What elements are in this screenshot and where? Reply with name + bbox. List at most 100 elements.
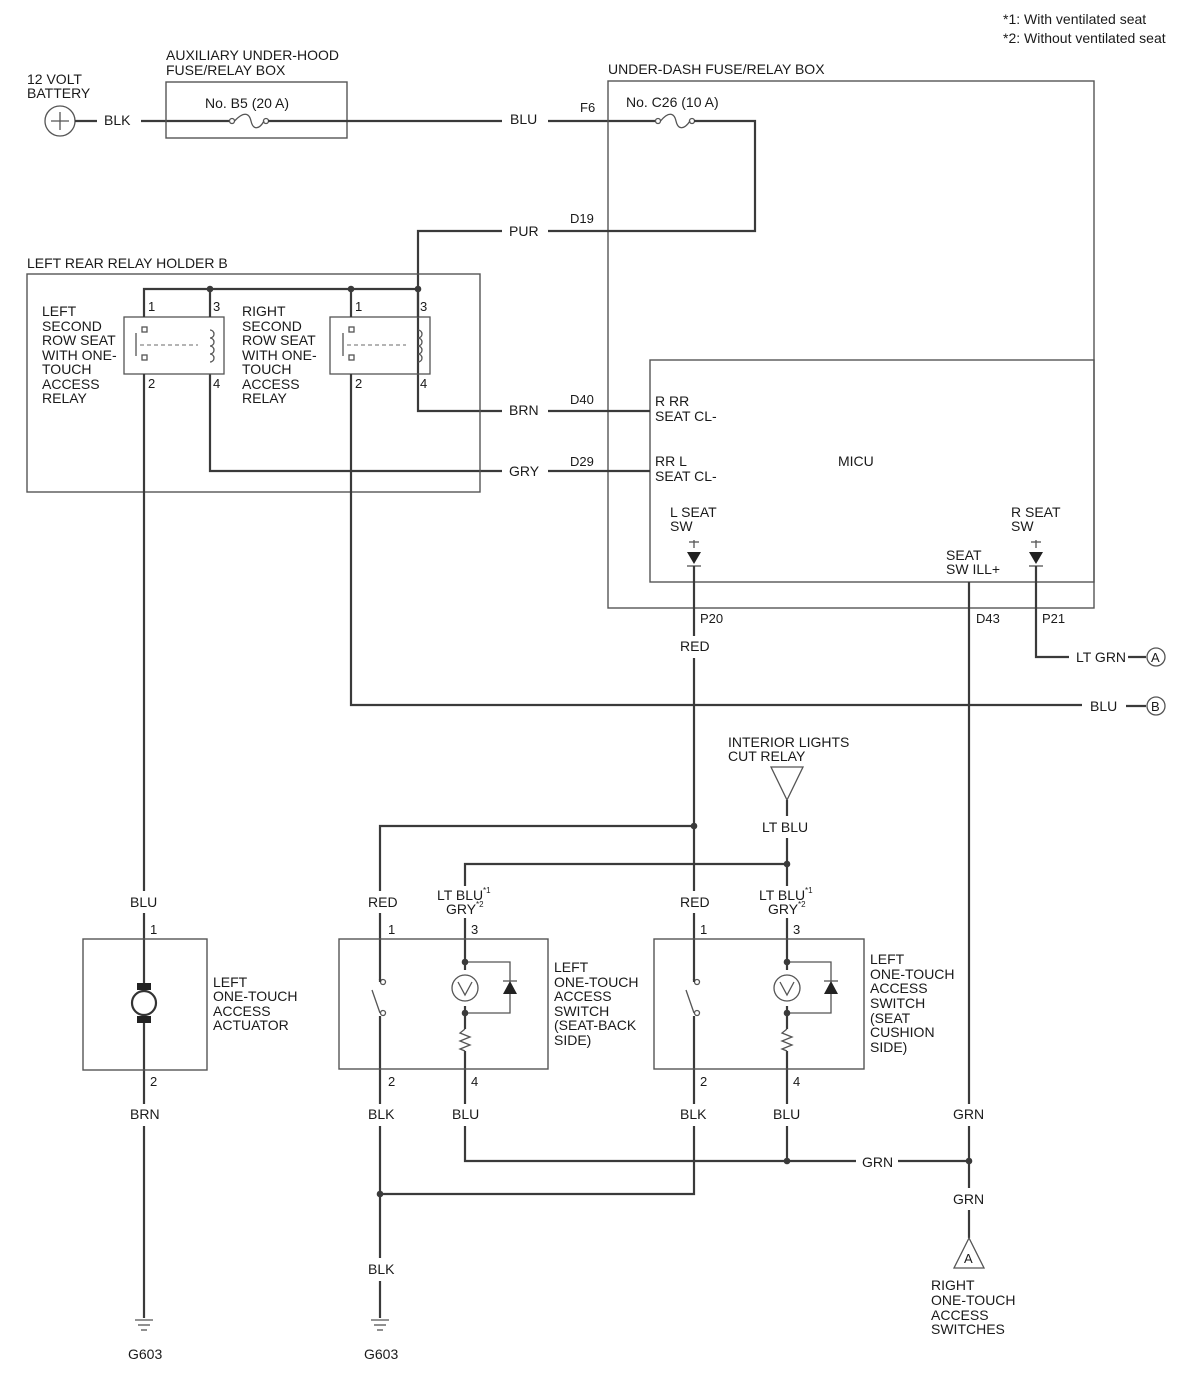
micu-lseat-line2: SW <box>670 518 693 534</box>
sb-line2: ONE-TOUCH <box>554 974 639 990</box>
wire-blk-bus <box>380 1126 696 1196</box>
micu-lseat-line1: L SEAT <box>670 504 717 520</box>
right-relay-contact-top <box>348 326 355 333</box>
sb-switch-gap <box>372 980 388 1016</box>
switch-back-wirelabel: LT BLU *1 GRY *2 <box>437 886 491 917</box>
micu-rr-l-line2: SEAT CL- <box>655 468 717 484</box>
sb-line5: (SEAT-BACK <box>554 1017 637 1033</box>
wire-label-brn: BRN <box>509 402 539 418</box>
sc-switch-contact-bottom <box>693 1009 701 1017</box>
micu: MICU R RR SEAT CL- RR L SEAT CL- L SEAT … <box>649 359 1095 583</box>
switch-cushion-frame <box>653 938 865 1070</box>
aux-box-title-line2: FUSE/RELAY BOX <box>166 62 286 78</box>
fuse-c26-icon <box>660 113 691 129</box>
sc-diode-icon <box>824 981 838 994</box>
interior-relay-line1: INTERIOR LIGHTS <box>728 734 849 750</box>
footnotes: *1: With ventilated seat *2: Without ven… <box>1003 11 1166 46</box>
sb-led-icon <box>451 974 479 1002</box>
ground-g603-left: G603 <box>128 1346 162 1362</box>
sc-star1: *1 <box>805 886 813 895</box>
offpage-b-icon <box>1146 696 1166 716</box>
left-relay-body <box>123 316 225 375</box>
micu-rseat-line2: SW <box>1011 518 1034 534</box>
offpage-a-label: A <box>1151 650 1160 665</box>
wire-label-blk-sb: BLK <box>368 1106 395 1122</box>
wire-label-lt-blu: LT BLU <box>762 819 808 835</box>
right-relay-pin1: 1 <box>355 299 362 314</box>
sc-pin4: 4 <box>793 1074 800 1089</box>
offpage-a-icon <box>1146 647 1166 667</box>
wire-label-lt-grn: LT GRN <box>1076 649 1126 665</box>
sc-line6: CUSHION <box>870 1024 935 1040</box>
junction-dot <box>461 1009 469 1017</box>
right-relay-line5: TOUCH <box>242 361 292 377</box>
right-relay-pin4: 4 <box>420 376 427 391</box>
right-relay-line1: RIGHT <box>242 303 286 319</box>
wire-label-grn-1: GRN <box>953 1106 984 1122</box>
fuse-c26-terminal-right <box>688 117 696 125</box>
diode-r-icon <box>1029 552 1043 564</box>
wire-label-blk-ground: BLK <box>368 1261 395 1277</box>
sb-ltblu: LT BLU <box>437 887 483 903</box>
switch-cushion-wirelabel: LT BLU *1 GRY *2 <box>759 886 813 917</box>
connector-d29: D29 <box>570 454 594 469</box>
right-switches-line4: SWITCHES <box>931 1321 1005 1337</box>
actuator-line2: ONE-TOUCH <box>213 988 298 1004</box>
wire-label-blk: BLK <box>104 112 131 128</box>
wire-relay-power-bus <box>142 287 418 317</box>
wire-label-blu-b: BLU <box>1090 698 1117 714</box>
sb-resistor-icon <box>458 1028 472 1052</box>
right-relay-line3: ROW SEAT <box>242 332 316 348</box>
micu-label: MICU <box>838 453 874 469</box>
left-relay-line5: TOUCH <box>42 361 92 377</box>
left-relay-line4: WITH ONE- <box>42 347 117 363</box>
sc-star2: *2 <box>798 900 806 909</box>
wire-pur <box>416 229 502 374</box>
right-relay-line7: RELAY <box>242 390 288 406</box>
fuse-b5-terminal-right <box>262 117 270 125</box>
sb-led-triangle <box>457 981 473 997</box>
micu-seatill-line1: SEAT <box>946 547 982 563</box>
fuse-b5-icon <box>234 113 265 129</box>
wire-fuse-to-d19 <box>548 119 757 233</box>
right-relay-pin2: 2 <box>355 376 362 391</box>
left-relay-line3: ROW SEAT <box>42 332 116 348</box>
underdash-box-frame <box>607 80 1095 609</box>
left-relay-line7: RELAY <box>42 390 88 406</box>
wire-blu-illum-bus <box>463 1126 856 1163</box>
sb-line6: SIDE) <box>554 1032 591 1048</box>
motor-brush-top <box>137 983 151 990</box>
actuator-pin1: 1 <box>150 922 157 937</box>
aux-fuse-box: AUXILIARY UNDER-HOOD FUSE/RELAY BOX No. … <box>165 47 348 139</box>
connector-p21: P21 <box>1042 611 1065 626</box>
switch-seat-back: 1 3 2 4 LEFT ONE-TOUCH ACCESS SWITCH (SE… <box>338 922 639 1089</box>
junction-dot <box>783 1009 791 1017</box>
wire-label-blu-sc: BLU <box>773 1106 800 1122</box>
sc-switch-blade-icon <box>685 989 695 1014</box>
wire-label-gry: GRY <box>509 463 540 479</box>
sc-pin1: 1 <box>700 922 707 937</box>
wire-label-blu-sb: BLU <box>452 1106 479 1122</box>
sc-resistor-icon <box>780 1028 794 1052</box>
actuator-pin2: 2 <box>150 1074 157 1089</box>
motor-brush-bottom <box>137 1016 151 1023</box>
connector-d43: D43 <box>976 611 1000 626</box>
diode-l-icon <box>687 552 701 564</box>
left-relay-pin4: 4 <box>213 376 220 391</box>
relay-holder-frame <box>26 273 481 493</box>
junction-dot <box>690 822 698 830</box>
right-relay-pin3: 3 <box>420 299 427 314</box>
sb-pin3: 3 <box>471 922 478 937</box>
sc-pin2: 2 <box>700 1074 707 1089</box>
left-relay-pin2: 2 <box>148 376 155 391</box>
sc-line3: ACCESS <box>870 980 928 996</box>
junction-dot <box>783 958 791 966</box>
left-relay-contact-bottom <box>141 354 148 361</box>
ground-icon-2 <box>371 1319 389 1331</box>
wire-red-branch <box>378 824 694 891</box>
wire-label-pur: PUR <box>509 223 539 239</box>
sc-pin3: 3 <box>793 922 800 937</box>
junction-dot <box>461 958 469 966</box>
actuator-line1: LEFT <box>213 974 248 990</box>
